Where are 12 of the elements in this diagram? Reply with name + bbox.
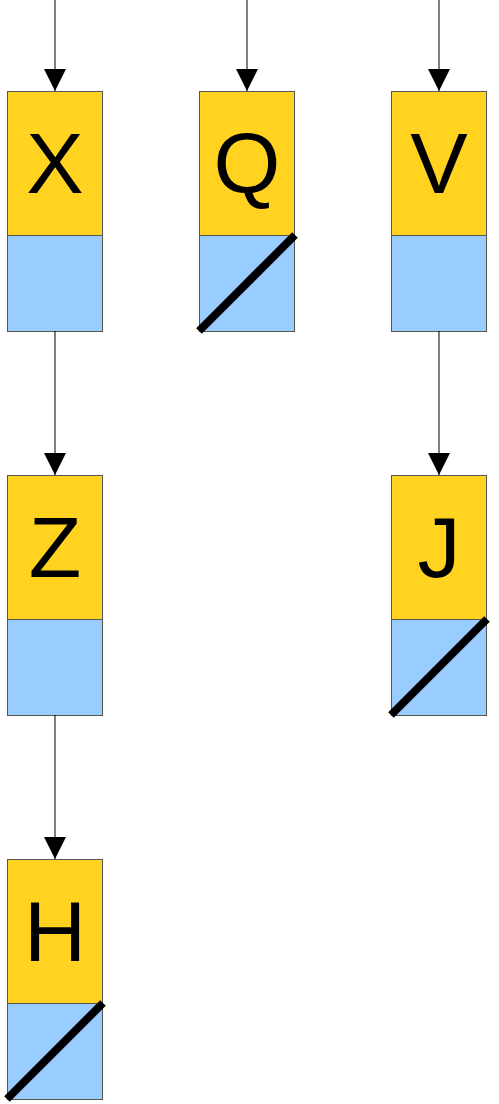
value-field: J bbox=[391, 475, 487, 620]
arrow bbox=[428, 330, 450, 476]
value-field: H bbox=[7, 859, 103, 1004]
value-field: Z bbox=[7, 475, 103, 620]
value-field: X bbox=[7, 91, 103, 236]
value-field: Q bbox=[199, 91, 295, 236]
value-field: V bbox=[391, 91, 487, 236]
arrow bbox=[428, 0, 450, 92]
arrow bbox=[44, 0, 66, 92]
arrow bbox=[44, 714, 66, 860]
arrow bbox=[44, 330, 66, 476]
arrow bbox=[236, 0, 258, 92]
